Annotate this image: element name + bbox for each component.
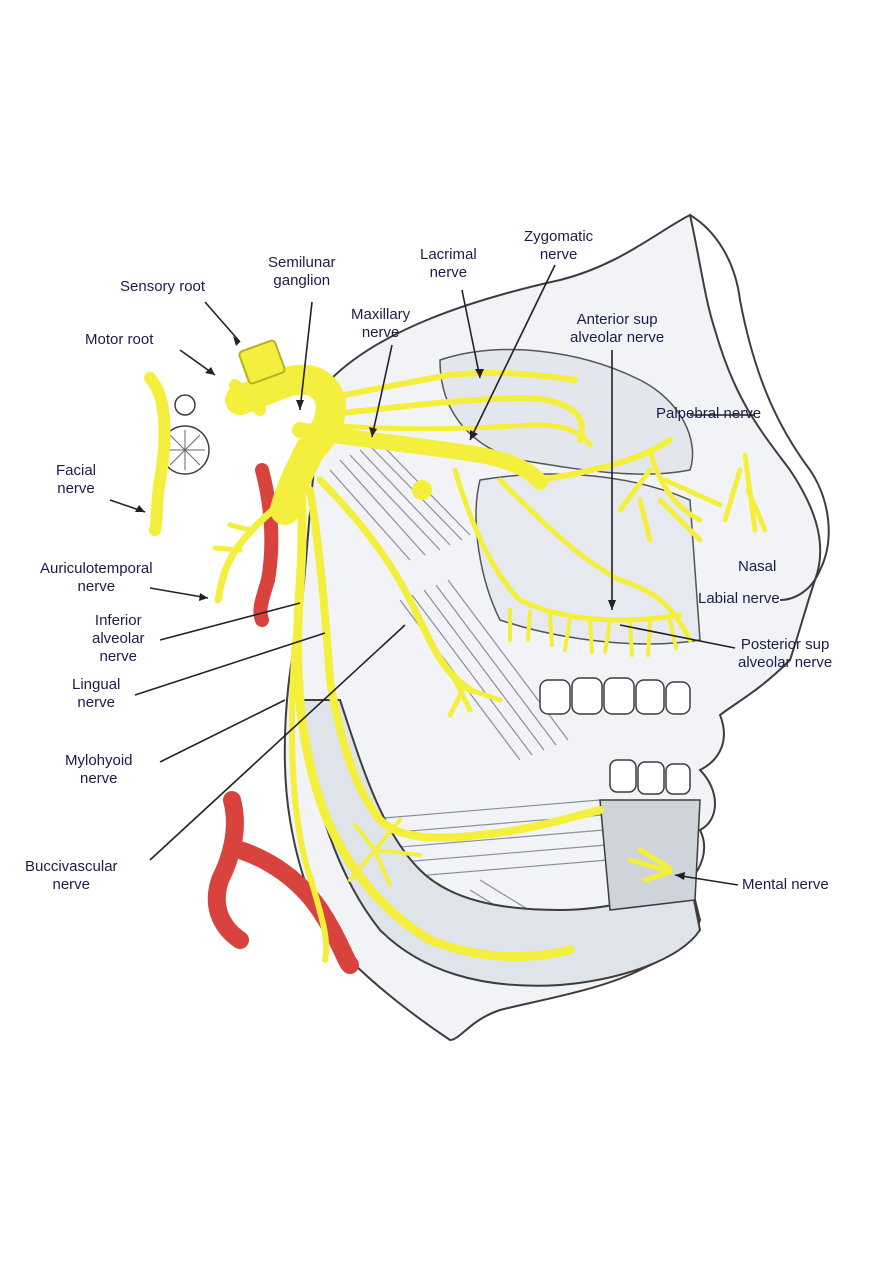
label-lacrimal-nerve-line2: nerve — [429, 264, 468, 281]
label-maxillary-nerve-line2: nerve — [361, 324, 400, 341]
label-motor-root: Motor root — [85, 331, 154, 348]
nerve-branches — [144, 364, 768, 963]
label-posterior-sup-alveolar-nerve-line1: Posterior sup — [740, 636, 830, 653]
label-inferior-alveolar-nerve-line1: Inferior — [94, 612, 142, 629]
label-facial-nerve: Facial nerve — [56, 462, 96, 498]
label-semilunar-ganglion-line1: Semilunar — [268, 254, 336, 271]
label-maxillary-nerve: Maxillary nerve — [351, 306, 410, 342]
label-posterior-sup-alveolar-nerve: Posterior sup alveolar nerve — [738, 636, 832, 672]
label-zygomatic-nerve-line2: nerve — [539, 246, 578, 263]
lower-teeth — [609, 759, 691, 795]
label-buccivascular-nerve-line2: nerve — [52, 876, 91, 893]
label-semilunar-ganglion-line2: ganglion — [273, 272, 331, 289]
label-auriculotemporal-nerve-line2: nerve — [77, 578, 116, 595]
label-zygomatic-nerve-line1: Zygomatic — [524, 228, 594, 245]
label-facial-nerve-line1: Facial — [56, 462, 97, 479]
label-maxillary-nerve-line1: Maxillary — [351, 306, 411, 323]
label-mental-nerve: Mental nerve — [742, 876, 829, 893]
label-inferior-alveolar-nerve-line3: nerve — [99, 648, 138, 665]
label-zygomatic-nerve: Zygomatic nerve — [524, 228, 593, 264]
label-inferior-alveolar-nerve-line2: alveolar — [92, 630, 145, 647]
label-auriculotemporal-nerve-line1: Auriculotemporal — [40, 560, 153, 577]
label-labial-nerve: Labial nerve — [698, 590, 780, 607]
label-anterior-sup-alveolar-nerve-line1: Anterior sup — [576, 311, 658, 328]
label-inferior-alveolar-nerve: Inferior alveolar nerve — [92, 612, 145, 666]
label-mylohyoid-nerve-line2: nerve — [80, 770, 118, 787]
label-posterior-sup-alveolar-nerve-line2: alveolar nerve — [738, 654, 833, 671]
nose-profile — [689, 214, 830, 601]
label-palpebral-nerve: Palpebral nerve — [656, 405, 762, 422]
label-mylohyoid-nerve: Mylohyoid nerve — [65, 752, 133, 788]
artery-upper — [253, 463, 279, 627]
label-nasal: Nasal — [738, 558, 777, 575]
upper-teeth — [539, 677, 691, 715]
label-lingual-nerve-line1: Lingual — [72, 676, 121, 693]
leader-arrowheads — [135, 336, 685, 880]
label-lingual-nerve: Lingual nerve — [72, 676, 120, 712]
label-buccivascular-nerve-line1: Buccivascular — [25, 858, 118, 875]
label-mylohyoid-nerve-line1: Mylohyoid — [65, 752, 133, 769]
label-anterior-sup-alveolar-nerve: Anterior sup alveolar nerve — [570, 311, 664, 347]
label-lacrimal-nerve-line1: Lacrimal — [420, 246, 477, 263]
label-semilunar-ganglion: Semilunar ganglion — [268, 254, 336, 290]
label-anterior-sup-alveolar-nerve-line2: alveolar nerve — [570, 329, 665, 346]
sensory-root-block — [238, 339, 286, 385]
label-sensory-root: Sensory root — [120, 278, 206, 295]
label-buccivascular-nerve: Buccivascular nerve — [25, 858, 118, 894]
label-facial-nerve-line2: nerve — [57, 480, 95, 497]
orbit — [439, 348, 694, 475]
label-auriculotemporal-nerve: Auriculotemporal nerve — [40, 560, 153, 596]
label-lingual-nerve-line2: nerve — [77, 694, 115, 711]
label-lacrimal-nerve: Lacrimal nerve — [420, 246, 477, 282]
leader-lines — [109, 264, 755, 886]
